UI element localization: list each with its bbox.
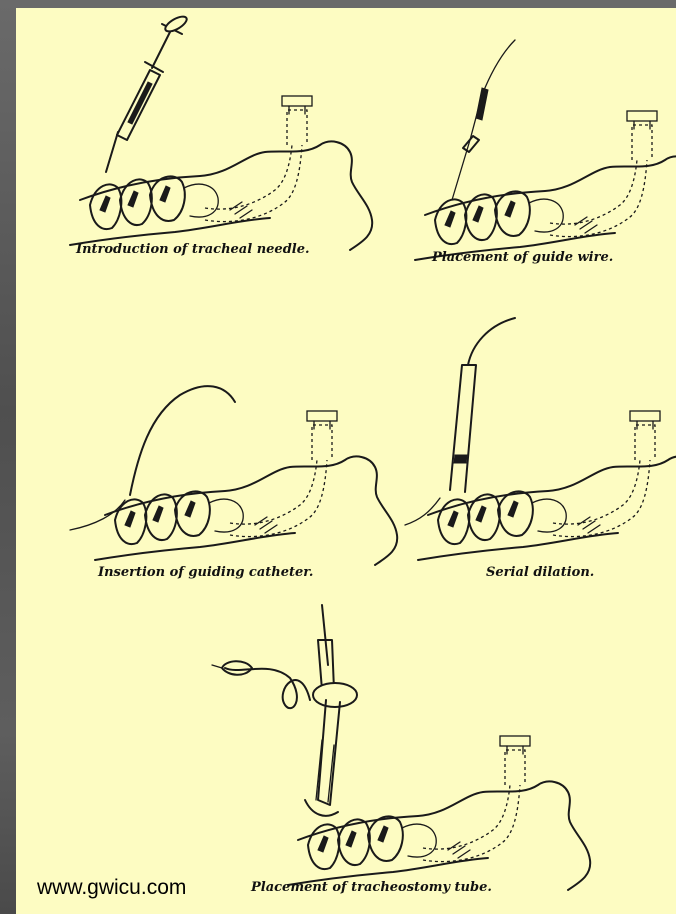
caption-guide-wire: Placement of guide wire. <box>432 250 613 265</box>
caption-tracheal-needle: Introduction of tracheal needle. <box>76 242 310 257</box>
syringe-needle <box>106 14 189 172</box>
guide-wire <box>452 40 515 200</box>
watermark-url: www.gwicu.com <box>37 876 186 900</box>
caption-tracheostomy-tube: Placement of tracheostomy tube. <box>251 880 492 895</box>
dilator <box>405 318 515 525</box>
tracheostomy-tube <box>212 605 357 816</box>
caption-guiding-catheter: Insertion of guiding catheter. <box>98 565 313 580</box>
caption-serial-dilation: Serial dilation. <box>486 565 594 580</box>
